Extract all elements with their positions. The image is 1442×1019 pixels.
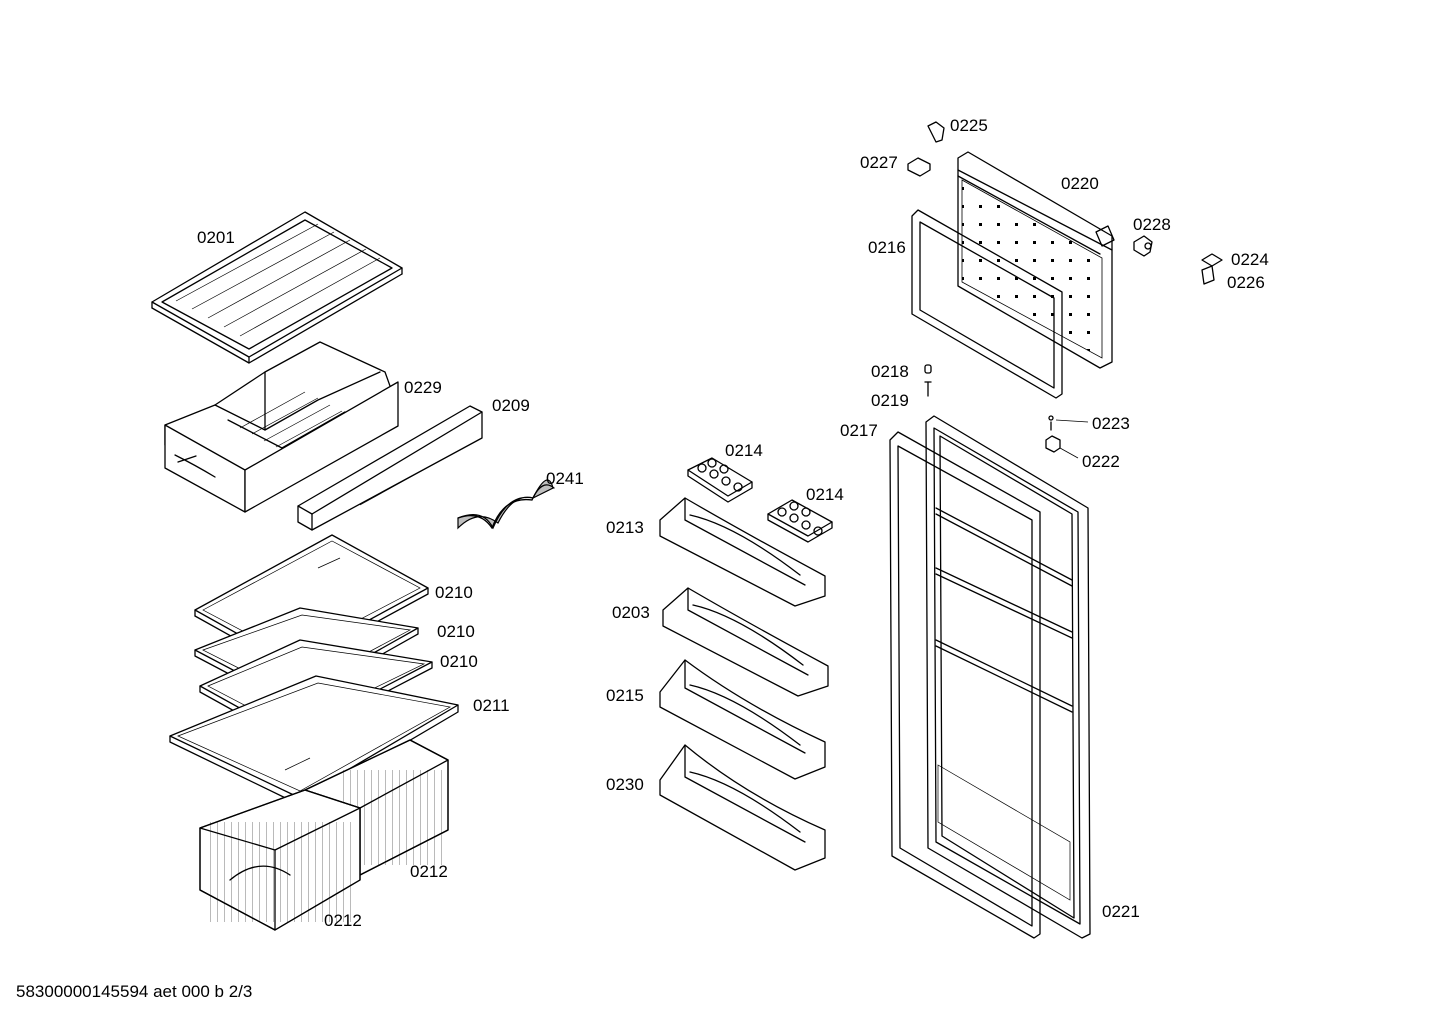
label-0221: 0221 <box>1102 902 1140 921</box>
label-0226: 0226 <box>1227 273 1265 292</box>
part-0203-door-bin <box>662 587 829 697</box>
part-0212-crisper-front <box>199 789 361 931</box>
label-0215: 0215 <box>606 686 644 705</box>
part-0221-fridge-door <box>925 415 1091 939</box>
label-0203: 0203 <box>612 603 650 622</box>
label-0219: 0219 <box>871 391 909 410</box>
label-0225: 0225 <box>950 116 988 135</box>
part-0226-cap <box>1201 265 1215 285</box>
part-0215-door-bin <box>659 659 826 780</box>
label-0222: 0222 <box>1082 452 1120 471</box>
part-0201-shelf <box>151 211 403 364</box>
leader-lines <box>1055 419 1089 459</box>
label-0209: 0209 <box>492 396 530 415</box>
label-0218: 0218 <box>871 362 909 381</box>
part-0213-door-bin <box>659 497 826 607</box>
part-0218-bushing <box>924 364 932 374</box>
label-0201: 0201 <box>197 228 235 247</box>
label-0241: 0241 <box>546 469 584 488</box>
label-0210-2: 0210 <box>437 622 475 641</box>
part-0223-pin <box>1048 415 1054 431</box>
part-0224-cap <box>1201 253 1223 267</box>
label-0212-2: 0212 <box>324 911 362 930</box>
label-0210-1: 0210 <box>435 583 473 602</box>
label-0230: 0230 <box>606 775 644 794</box>
label-0214-1: 0214 <box>725 441 763 460</box>
label-0224: 0224 <box>1231 250 1269 269</box>
label-0216: 0216 <box>868 238 906 257</box>
label-0213: 0213 <box>606 518 644 537</box>
part-0229-drawer <box>164 341 399 513</box>
part-0225-hinge <box>927 121 945 143</box>
label-0227: 0227 <box>860 153 898 172</box>
part-0220-freezer-door <box>957 151 1115 369</box>
label-0210-3: 0210 <box>440 652 478 671</box>
part-0227-cap <box>907 157 931 177</box>
label-0223: 0223 <box>1092 414 1130 433</box>
part-0219-pin <box>924 381 932 397</box>
part-0209-cover-strip <box>297 405 483 531</box>
label-0229: 0229 <box>404 378 442 397</box>
label-0228: 0228 <box>1133 215 1171 234</box>
document-code: 58300000145594 aet 000 b 2/3 <box>16 982 252 1001</box>
label-0212-1: 0212 <box>410 862 448 881</box>
part-labels: 0201 0229 0209 0241 0210 0210 0210 0211 … <box>197 116 1269 930</box>
part-0228-hinge <box>1133 235 1153 257</box>
label-0220: 0220 <box>1061 174 1099 193</box>
label-0217: 0217 <box>840 421 878 440</box>
label-0214-2: 0214 <box>806 485 844 504</box>
part-0214-egg-tray-1 <box>687 457 753 503</box>
part-0241-bottle-rack <box>457 479 555 530</box>
label-0211: 0211 <box>473 696 510 715</box>
part-0222-block <box>1045 435 1061 453</box>
part-0217-fridge-gasket <box>889 431 1041 939</box>
part-0216-freezer-gasket <box>911 209 1063 399</box>
part-0230-door-bin <box>659 744 826 871</box>
part-0214-egg-tray-2 <box>767 499 833 543</box>
